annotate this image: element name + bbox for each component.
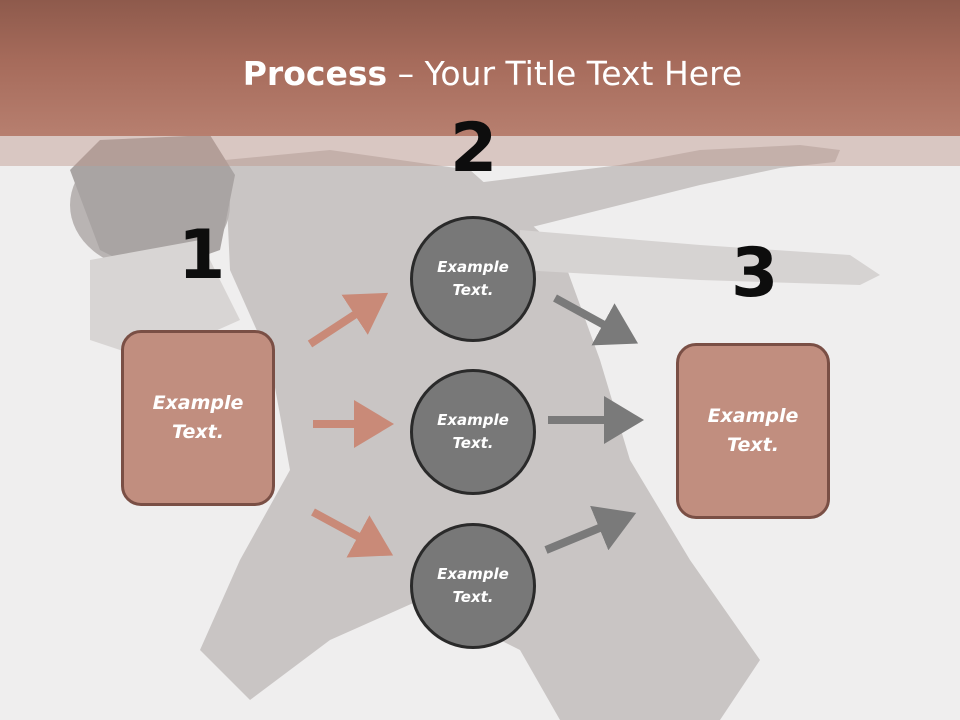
step-number-1: 1 (178, 216, 226, 295)
step-box-3: Example Text. (676, 343, 830, 519)
step-number-2: 2 (450, 109, 498, 188)
step-box-1-text: Example Text. (152, 392, 244, 443)
arrow-left-bottom (311, 508, 394, 558)
process-circle-bottom: Example Text. (410, 523, 536, 649)
title-rest: – Your Title Text Here (387, 54, 743, 93)
arrow-left-top (307, 292, 389, 348)
step-number-3: 3 (731, 234, 779, 313)
process-circle-bottom-text: Example Text. (437, 565, 509, 606)
step-box-3-text: Example Text. (707, 405, 799, 456)
process-circle-top: Example Text. (410, 216, 536, 342)
arrow-right-top (553, 294, 639, 346)
step-box-1: Example Text. (121, 330, 275, 506)
process-circle-middle-text: Example Text. (437, 411, 509, 452)
title-bold: Process (242, 54, 388, 93)
header-strip (0, 136, 960, 166)
header-band (0, 0, 960, 136)
arrow-right-bottom (544, 505, 637, 554)
slide-title: Process – Your Title Text Here (0, 52, 960, 96)
process-circle-top-text: Example Text. (437, 258, 509, 299)
process-circle-middle: Example Text. (410, 369, 536, 495)
